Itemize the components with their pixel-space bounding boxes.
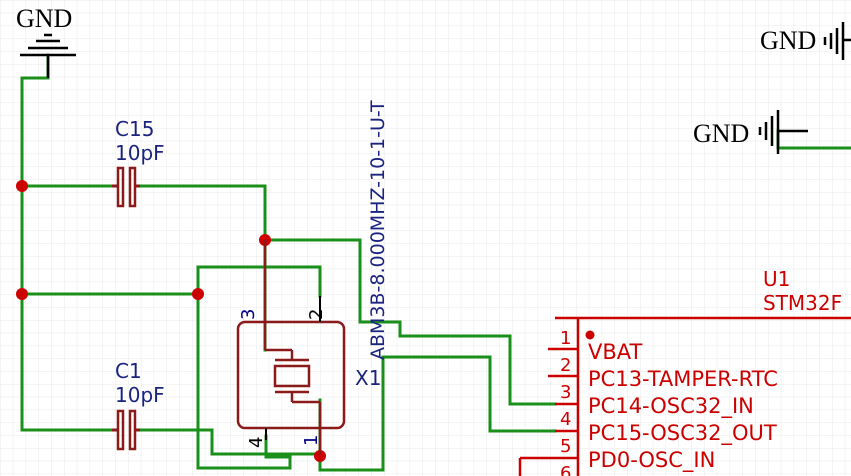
u1-pin-number: 3 bbox=[560, 382, 571, 403]
wire-x1-pin2-loop bbox=[196, 265, 322, 298]
crystal-x1[interactable] bbox=[236, 240, 346, 454]
gnd-label-mid-right: GND bbox=[693, 119, 749, 148]
junction-dot bbox=[16, 180, 28, 192]
ic-u1[interactable] bbox=[518, 316, 851, 476]
wire-c15-right bbox=[138, 184, 267, 242]
junctions bbox=[16, 180, 326, 462]
junction-dot bbox=[16, 288, 28, 300]
c15-ref-label: C15 bbox=[115, 117, 154, 141]
u1-pin-number: 6 bbox=[560, 463, 571, 476]
wire-pin1-to-u1-pin4 bbox=[318, 355, 557, 472]
junction-dot bbox=[314, 450, 326, 462]
junction-dot bbox=[192, 288, 204, 300]
gnd-label-top-right: GND bbox=[760, 26, 816, 55]
wire-c1-right bbox=[138, 428, 322, 456]
x1-pin2-number: 2 bbox=[306, 309, 327, 320]
x1-part-label: ABM3B-8.000MHZ-10-1-U-T bbox=[367, 100, 389, 360]
u1-pin-list: 1 VBAT 2 PC13-TAMPER-RTC 3 PC14-OSC32_IN… bbox=[560, 328, 778, 476]
c1-ref-label: C1 bbox=[115, 359, 142, 383]
u1-pin-number: 1 bbox=[560, 328, 571, 349]
u1-pin-name: PD0-OSC_IN bbox=[588, 448, 715, 473]
gnd-label-top-left: GND bbox=[16, 4, 72, 33]
c1-value-label: 10pF bbox=[115, 383, 165, 407]
u1-pin-number: 5 bbox=[560, 436, 571, 457]
u1-pin-number: 2 bbox=[560, 355, 571, 376]
x1-pin1-number: 1 bbox=[301, 435, 322, 446]
u1-ref-label: U1 bbox=[763, 267, 790, 291]
capacitor-c15[interactable] bbox=[112, 166, 140, 208]
u1-part-label: STM32F bbox=[763, 291, 842, 315]
gnd-symbol-top-left[interactable] bbox=[20, 33, 76, 78]
x1-ref-label: X1 bbox=[355, 366, 381, 390]
u1-pin-name: PC15-OSC32_OUT bbox=[588, 421, 777, 446]
u1-pin-name: PC13-TAMPER-RTC bbox=[588, 367, 778, 391]
capacitor-c1[interactable] bbox=[112, 409, 140, 451]
c15-value-label: 10pF bbox=[115, 141, 165, 165]
x1-pin3-number: 3 bbox=[238, 309, 259, 320]
wire-node-to-u1-pin3 bbox=[263, 238, 557, 406]
gnd-symbol-mid-right[interactable] bbox=[758, 110, 808, 154]
gnd-symbol-top-right[interactable] bbox=[823, 22, 851, 60]
u1-pin-name: VBAT bbox=[588, 340, 643, 364]
u1-pin-number: 4 bbox=[560, 409, 571, 430]
u1-pin-name: PC14-OSC32_IN bbox=[588, 394, 754, 419]
x1-pin4-number: 4 bbox=[246, 437, 267, 448]
